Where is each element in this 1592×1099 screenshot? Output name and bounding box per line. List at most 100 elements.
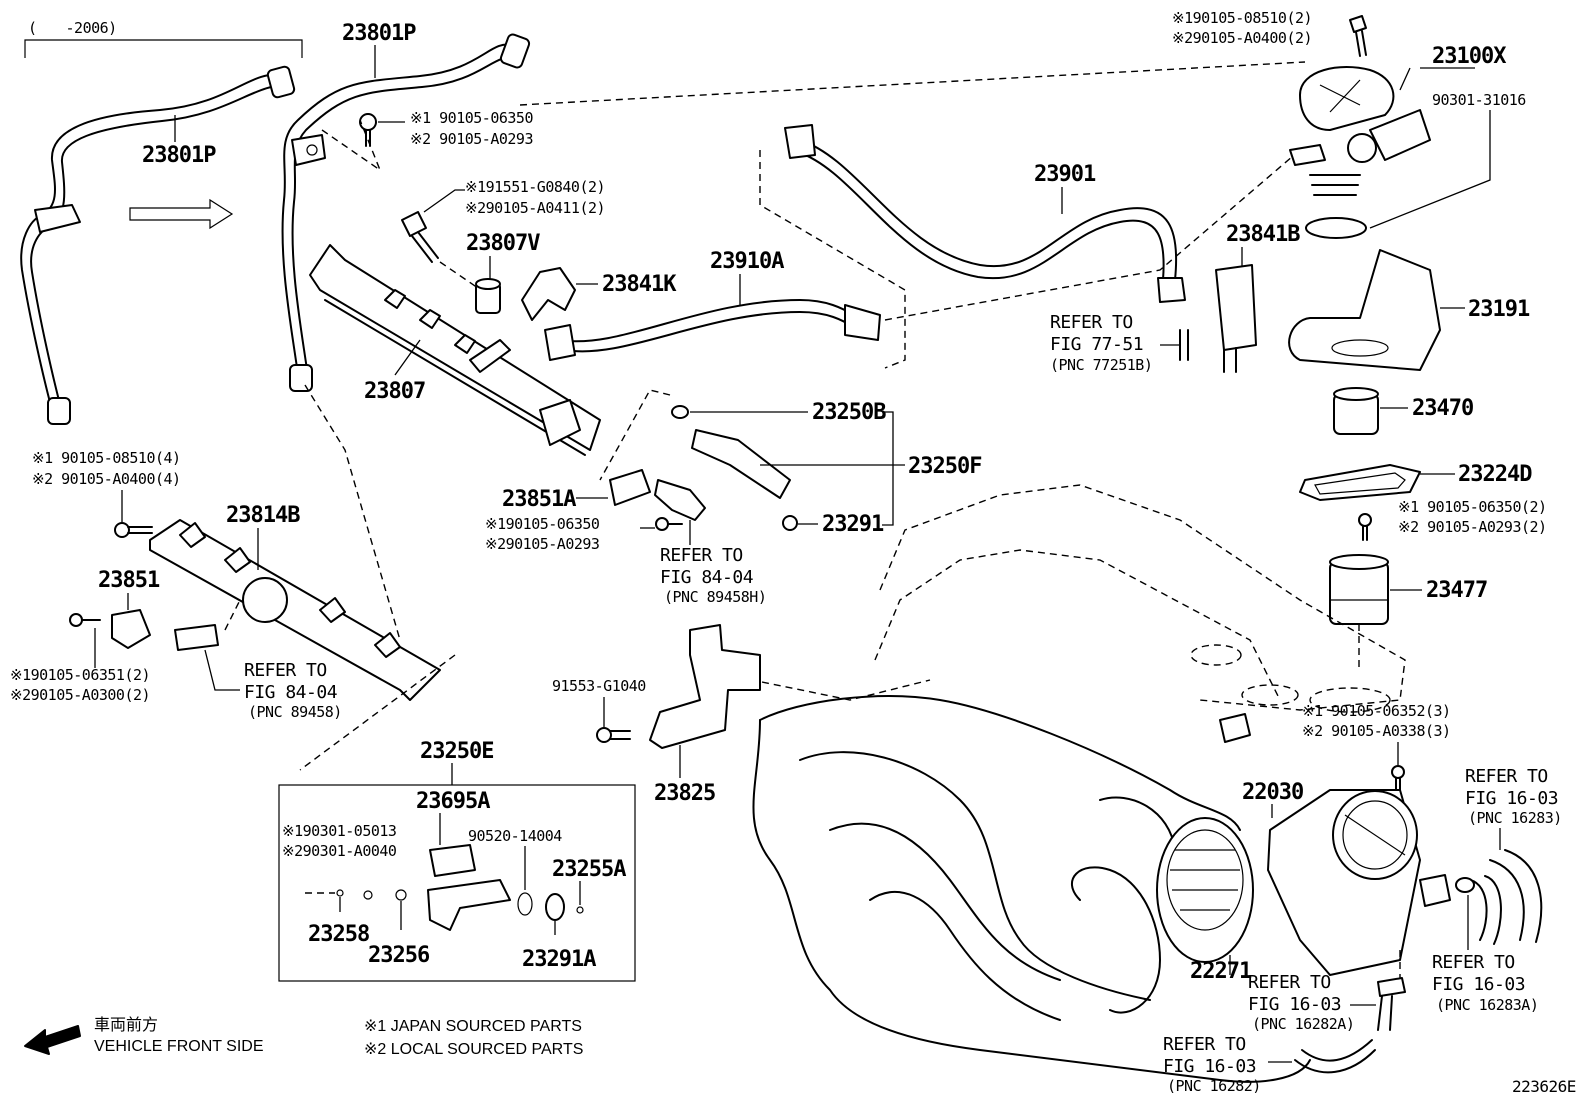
refer-16282a-line-2: FIG 16-03 bbox=[1248, 994, 1341, 1015]
part-91553-label: 91553-G1040 bbox=[552, 677, 646, 695]
part-23841k-label: 23841K bbox=[602, 272, 677, 297]
rail-mount-bolt-note-1: ※1 90105-08510(4) bbox=[32, 449, 181, 467]
injector-kit-23250e: 23250E 23695A ※190301-05013 ※290301-A004… bbox=[278, 739, 636, 982]
legend-japan-sourced: ※1 JAPAN SOURCED PARTS bbox=[364, 1018, 582, 1035]
part-90301-31016-label: 90301-31016 bbox=[1432, 91, 1526, 109]
part-22271-label: 22271 bbox=[1190, 959, 1252, 984]
part-23814b-label: 23814B bbox=[226, 503, 300, 528]
part-90520-label: 90520-14004 bbox=[468, 827, 562, 845]
s23851-note-2: ※290105-A0300(2) bbox=[10, 686, 150, 704]
hose-23901: 23901 bbox=[784, 124, 1186, 303]
sensor-bolt-note-2: ※290105-A0293 bbox=[485, 535, 599, 553]
hose-16282: REFER TO FIG 16-03 (PNC 16282) bbox=[1163, 1034, 1376, 1095]
throttle-body-22030: 22030 ※1 90105-06352(3) ※2 90105-A0338(3… bbox=[1242, 702, 1451, 976]
sensor-89458h: ※190105-06350 ※290105-A0293 REFER TO FIG… bbox=[485, 479, 767, 606]
bracket-23825: 23825 bbox=[649, 624, 931, 806]
legend-local-sourced: ※2 LOCAL SOURCED PARTS bbox=[364, 1041, 583, 1058]
pump-bolt-mid: ※1 90105-06350(2) ※2 90105-A0293(2) bbox=[1358, 498, 1547, 541]
part-23695a-label: 23695A bbox=[416, 789, 490, 814]
part-23910a-label: 23910A bbox=[710, 249, 784, 274]
refer-16283-line-3: (PNC 16283) bbox=[1468, 809, 1562, 827]
fuel-pipe-23801p-new: 23801P bbox=[281, 21, 531, 392]
refer-16282-line-1: REFER TO bbox=[1163, 1034, 1246, 1055]
refer-16283-line-2: FIG 16-03 bbox=[1465, 788, 1558, 809]
rail-bolt-note-1: ※1 90105-06350 bbox=[410, 109, 533, 127]
part-23224d-label: 23224D bbox=[1458, 462, 1532, 487]
lifter-23470: 23470 bbox=[1333, 387, 1474, 435]
bolt-91553: 91553-G1040 bbox=[552, 677, 647, 743]
stud-note-2: ※290105-A0411(2) bbox=[465, 199, 605, 217]
refer-16282a-line-3: (PNC 16282A) bbox=[1252, 1015, 1354, 1033]
gasket-23224d: 23224D bbox=[1299, 462, 1533, 501]
hose-16282a: REFER TO FIG 16-03 (PNC 16282A) bbox=[1248, 950, 1406, 1033]
diagram-id: 223626E bbox=[1512, 1077, 1576, 1096]
refer-16283a-line-1: REFER TO bbox=[1432, 952, 1515, 973]
part-23470-label: 23470 bbox=[1412, 396, 1473, 421]
sensor-23841b: 23841B bbox=[1179, 222, 1301, 373]
delivery-pipe-23814b: 23814B bbox=[149, 384, 456, 771]
pump-bolt-note-1: ※190105-08510(2) bbox=[1172, 9, 1312, 27]
part-23250e-label: 23250E bbox=[420, 739, 493, 764]
insulator-23807v: 23807V bbox=[439, 231, 541, 314]
fuel-pump-23100x: 23100X 90301-31016 bbox=[1289, 44, 1527, 239]
hose-23901-dashed-frame bbox=[759, 150, 906, 369]
vehicle-front-jp: 車両前方 bbox=[94, 1016, 158, 1034]
vehicle-front-arrow-icon bbox=[24, 1025, 81, 1055]
part-23825-label: 23825 bbox=[654, 781, 715, 806]
refer-77-51-line-3: (PNC 77251B) bbox=[1050, 356, 1152, 374]
inj-note-1: ※190301-05013 bbox=[282, 822, 396, 840]
stud-note-1: ※191551-G0840(2) bbox=[465, 178, 605, 196]
injector-23250f: 23250B 23250F 23291 bbox=[599, 389, 982, 537]
refer-84-04a-line-2: FIG 84-04 bbox=[660, 567, 753, 588]
tb-bolt-note-2: ※2 90105-A0338(3) bbox=[1302, 722, 1451, 740]
refer-84-04a-line-3: (PNC 89458H) bbox=[664, 588, 766, 606]
refer-77-51: REFER TO FIG 77-51 (PNC 77251B) bbox=[1050, 312, 1180, 374]
gasket-22271: 22271 bbox=[1156, 817, 1254, 984]
refer-16282a-line-1: REFER TO bbox=[1248, 972, 1331, 993]
refer-84-04a-line-1: REFER TO bbox=[660, 545, 743, 566]
part-23807v-label: 23807V bbox=[466, 231, 540, 256]
refer-84-04b-line-1: REFER TO bbox=[244, 660, 327, 681]
rail-mount-bolt: ※1 90105-08510(4) ※2 90105-A0400(4) bbox=[32, 449, 181, 538]
cover-23851: 23851 ※190105-06351(2) ※290105-A0300(2) bbox=[10, 568, 161, 704]
part-23801p-new-label: 23801P bbox=[342, 21, 416, 46]
refer-16283a: REFER TO FIG 16-03 (PNC 16283A) bbox=[1432, 895, 1539, 1014]
refer-84-04b-line-2: FIG 84-04 bbox=[244, 682, 337, 703]
part-22030-label: 22030 bbox=[1242, 780, 1303, 805]
part-23258-label: 23258 bbox=[308, 922, 369, 947]
refer-16282-line-2: FIG 16-03 bbox=[1163, 1056, 1256, 1077]
part-23255a-label: 23255A bbox=[552, 857, 626, 882]
part-23851a-label: 23851A bbox=[502, 487, 576, 512]
refer-84-04b-line-3: (PNC 89458) bbox=[248, 703, 342, 721]
hose-16283: REFER TO FIG 16-03 (PNC 16283) bbox=[1455, 766, 1562, 945]
part-23807-label: 23807 bbox=[364, 379, 425, 404]
direction-arrow bbox=[129, 198, 234, 230]
inj-note-2: ※290301-A0040 bbox=[282, 842, 397, 860]
part-23256-label: 23256 bbox=[368, 943, 430, 968]
fuel-pipe-23801p-old: 23801P bbox=[20, 65, 296, 425]
part-23901-label: 23901 bbox=[1034, 162, 1096, 187]
refer-16283a-line-3: (PNC 16283A) bbox=[1436, 996, 1538, 1014]
housing-23477: 23477 bbox=[1329, 554, 1488, 670]
bracket-23841k: 23841K bbox=[521, 267, 678, 321]
kit-box bbox=[278, 784, 636, 982]
rail-bolt: ※1 90105-06350 ※2 90105-A0293 bbox=[321, 109, 534, 172]
year-bracket: ( -2006) bbox=[24, 19, 303, 58]
part-23291-label: 23291 bbox=[822, 512, 884, 537]
stud-bolt: ※191551-G0840(2) ※290105-A0411(2) bbox=[401, 178, 606, 263]
pump-bolt-mid-note-1: ※1 90105-06350(2) bbox=[1398, 498, 1547, 516]
rail-mount-bolt-note-2: ※2 90105-A0400(4) bbox=[32, 470, 181, 488]
refer-16283-line-1: REFER TO bbox=[1465, 766, 1548, 787]
bracket-23191: 23191 bbox=[1288, 249, 1531, 371]
part-23851-label: 23851 bbox=[98, 568, 160, 593]
refer-16282-line-3: (PNC 16282) bbox=[1167, 1077, 1261, 1095]
sensor-89458: REFER TO FIG 84-04 (PNC 89458) bbox=[174, 624, 342, 721]
part-23801p-old-label: 23801P bbox=[142, 143, 216, 168]
legend: 車両前方 VEHICLE FRONT SIDE ※1 JAPAN SOURCED… bbox=[24, 1016, 583, 1058]
part-23191-label: 23191 bbox=[1468, 297, 1530, 322]
fuel-rail-23807: 23807 bbox=[309, 244, 601, 456]
refer-77-51-line-2: FIG 77-51 bbox=[1050, 334, 1143, 355]
pump-bolt-top: ※190105-08510(2) ※290105-A0400(2) bbox=[1172, 9, 1367, 57]
year-range-label: ( -2006) bbox=[28, 19, 117, 37]
